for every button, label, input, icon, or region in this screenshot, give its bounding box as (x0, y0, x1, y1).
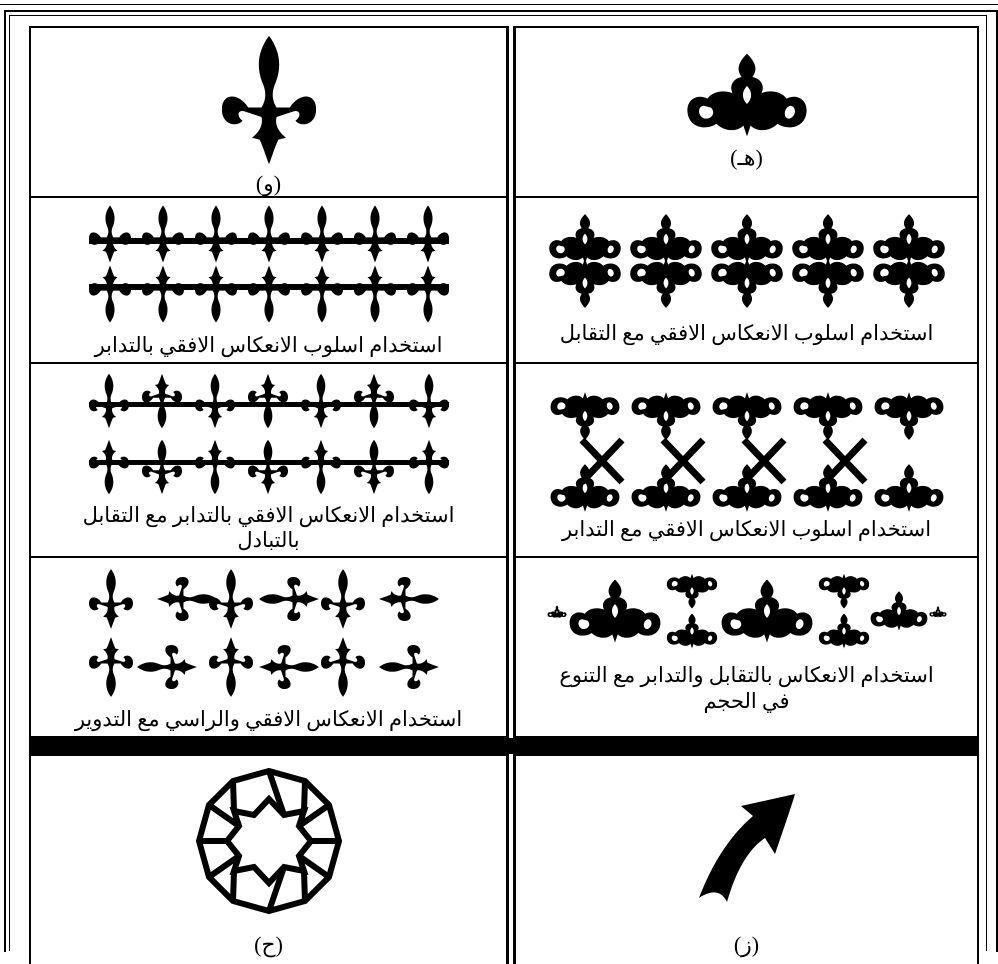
cell-r3-right: استخدام الانعكاس بالتقابل والتدابر مع ال… (514, 556, 979, 738)
caption-r2-left-line2: بالتبادل (31, 528, 506, 553)
varied-size-knot-border-icon (547, 564, 947, 658)
fleur-border-icon (89, 204, 449, 326)
caption-r3-right-line1: استخدام الانعكاس بالتقابل والتدابر مع ال… (516, 663, 977, 688)
caption-r2-right: استخدام اسلوب الانعكاس الافقي مع التدابر (516, 517, 977, 542)
cell-r1-right: استخدام اسلوب الانعكاس الافقي مع التقابل (514, 196, 979, 364)
column-divider-top (507, 26, 515, 738)
cell-zay: (ز) (514, 754, 979, 964)
cell-he: (هـ) (514, 26, 979, 198)
label-he: (هـ) (516, 145, 977, 170)
rotated-fleur-border-icon (89, 568, 449, 698)
alternating-fleur-border-icon (89, 368, 449, 500)
cell-waw: (و) (29, 26, 508, 198)
fleur-de-lis-icon (214, 34, 324, 166)
column-divider-bottom (507, 754, 515, 964)
cell-r1-left: استخدام اسلوب الانعكاس الافقي بالتدابر (29, 196, 508, 364)
cell-r2-right: استخدام اسلوب الانعكاس الافقي مع التدابر (514, 362, 979, 558)
cell-ha: (ح) (29, 754, 508, 964)
caption-r3-left: استخدام الانعكاس الافقي والراسي مع التدو… (31, 707, 506, 732)
cell-r2-left: استخدام الانعكاس الافقي بالتدابر مع التق… (29, 362, 508, 558)
caption-r1-left: استخدام اسلوب الانعكاس الافقي بالتدابر (31, 333, 506, 358)
knot-border-icon (542, 212, 952, 312)
mirrored-knot-border-icon (542, 390, 952, 514)
knot-ornament-icon (683, 50, 811, 140)
cell-r3-left: استخدام الانعكاس الافقي والراسي مع التدو… (29, 556, 508, 738)
caption-r2-left-line1: استخدام الانعكاس الافقي بالتدابر مع التق… (31, 503, 506, 528)
top-rule (0, 4, 998, 5)
label-zay: (ز) (516, 932, 977, 957)
caption-r1-right: استخدام اسلوب الانعكاس الافقي مع التقابل (516, 321, 977, 346)
arrow-motif-icon (695, 786, 799, 906)
label-waw: (و) (31, 171, 506, 196)
star-rosette-icon (194, 766, 344, 916)
label-ha: (ح) (31, 932, 506, 957)
caption-r3-right-line2: في الحجم (516, 689, 977, 714)
ornament-grid: (و) (هـ) استخدام اسلوب الانعكاس الافق (29, 26, 979, 946)
